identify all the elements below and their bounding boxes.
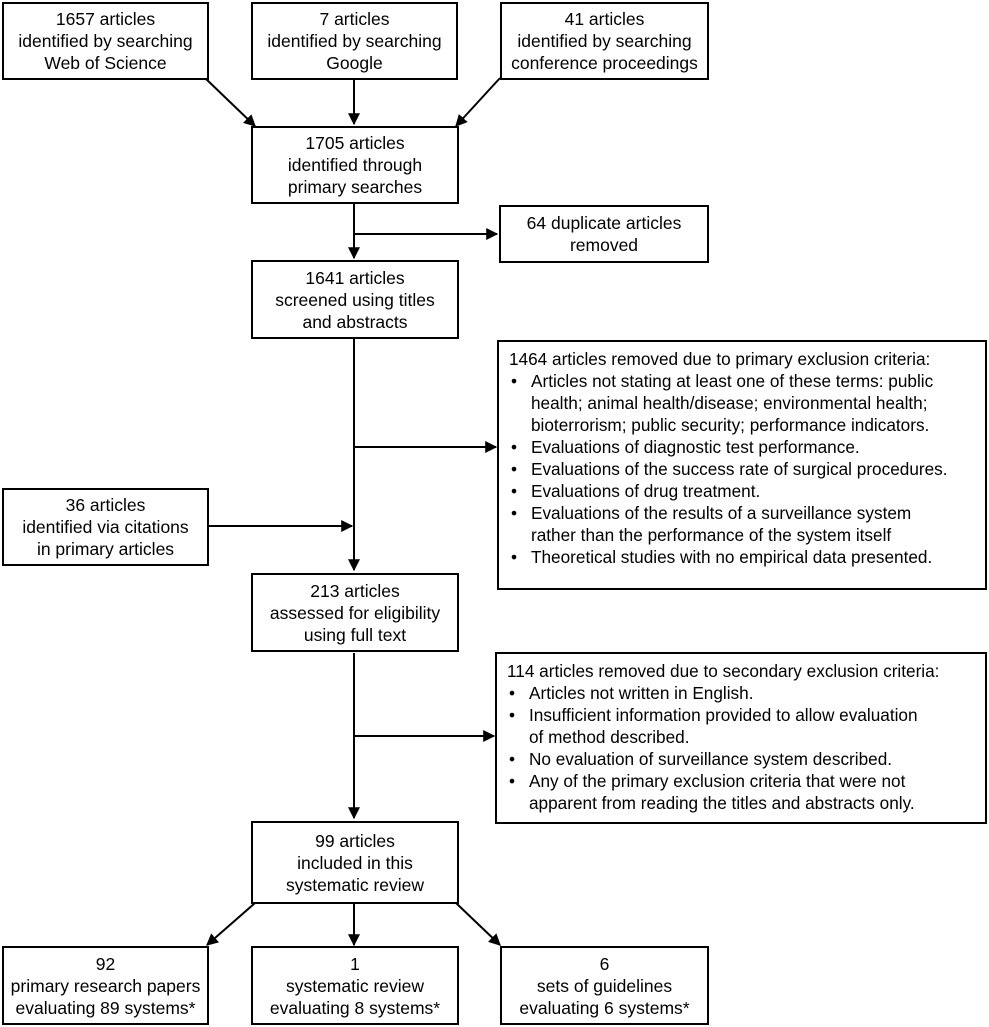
arrow-included-to-guidelines	[455, 902, 501, 946]
list-item: Articles not written in English.	[507, 682, 977, 704]
list-item: Evaluations of the results of a surveill…	[509, 502, 977, 546]
list-item: Articles not stating at least one of the…	[509, 370, 977, 436]
list-item: Theoretical studies with no empirical da…	[509, 546, 977, 568]
systematic-review-box: 1 systematic review evaluating 8 systems…	[251, 946, 459, 1025]
primary-searches-box: 1705 articles identified through primary…	[251, 126, 459, 204]
secondary-exclusion-list: Articles not written in English. Insuffi…	[507, 682, 977, 814]
duplicates-removed-box: 64 duplicate articles removed	[499, 205, 709, 263]
arrow-conf-to-primary	[455, 77, 501, 127]
citations-box: 36 articles identified via citations in …	[2, 488, 209, 566]
primary-exclusion-box: 1464 articles removed due to primary exc…	[497, 340, 987, 590]
list-item: Evaluations of the success rate of surgi…	[509, 458, 977, 480]
list-item: No evaluation of surveillance system des…	[507, 748, 977, 770]
web-of-science-box: 1657 articles identified by searching We…	[2, 2, 209, 80]
guidelines-box: 6 sets of guidelines evaluating 6 system…	[500, 946, 709, 1025]
list-item: Insufficient information provided to all…	[507, 704, 977, 748]
primary-exclusion-heading: 1464 articles removed due to primary exc…	[509, 349, 931, 369]
arrow-included-to-research	[206, 902, 256, 946]
arrow-wos-to-primary	[204, 77, 256, 127]
secondary-exclusion-heading: 114 articles removed due to secondary ex…	[507, 661, 940, 681]
screened-box: 1641 articles screened using titles and …	[251, 260, 459, 339]
google-box: 7 articles identified by searching Googl…	[251, 2, 458, 80]
list-item: Evaluations of diagnostic test performan…	[509, 436, 977, 458]
list-item: Any of the primary exclusion criteria th…	[507, 770, 977, 814]
included-box: 99 articles included in this systematic …	[251, 821, 459, 904]
primary-exclusion-list: Articles not stating at least one of the…	[509, 370, 977, 568]
research-papers-box: 92 primary research papers evaluating 89…	[2, 946, 209, 1025]
list-item: Evaluations of drug treatment.	[509, 480, 977, 502]
assessed-box: 213 articles assessed for eligibility us…	[251, 573, 459, 652]
secondary-exclusion-box: 114 articles removed due to secondary ex…	[495, 652, 987, 824]
conference-proceedings-box: 41 articles identified by searching conf…	[500, 2, 709, 80]
